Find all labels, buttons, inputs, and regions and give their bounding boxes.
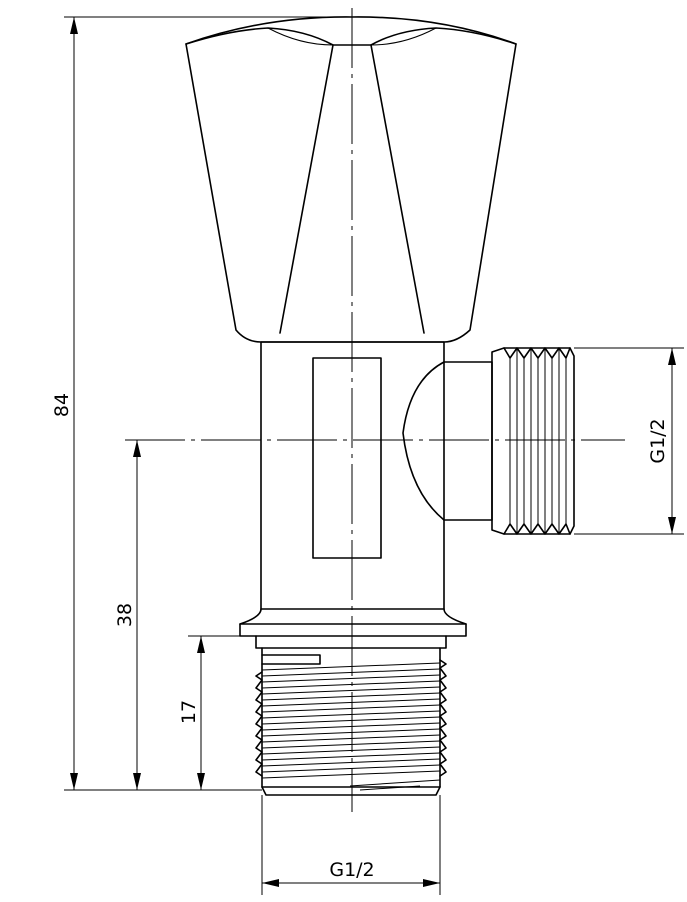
inlet-thread <box>255 635 447 796</box>
dimension-overall-height <box>64 16 352 791</box>
dimension-outlet-thread <box>574 347 684 535</box>
dimension-inlet-thread <box>261 795 441 895</box>
dimension-label-38: 38 <box>114 603 136 627</box>
side-outlet <box>402 347 575 535</box>
outlet-thread-crests <box>503 347 571 535</box>
outlet-thread-roots <box>509 348 567 534</box>
dimension-center-height <box>133 440 141 790</box>
collar-flange <box>239 608 467 637</box>
dimension-label-inlet-g12: G1/2 <box>329 859 374 881</box>
inlet-thread-lines <box>261 662 441 791</box>
dimension-label-84: 84 <box>51 393 73 417</box>
valve-handle <box>185 16 517 343</box>
dimension-label-outlet-g12: G1/2 <box>647 418 669 463</box>
dimension-label-17: 17 <box>178 700 200 724</box>
window-slot <box>312 357 382 559</box>
dimension-thread-length <box>188 635 240 790</box>
valve-body <box>260 341 445 610</box>
